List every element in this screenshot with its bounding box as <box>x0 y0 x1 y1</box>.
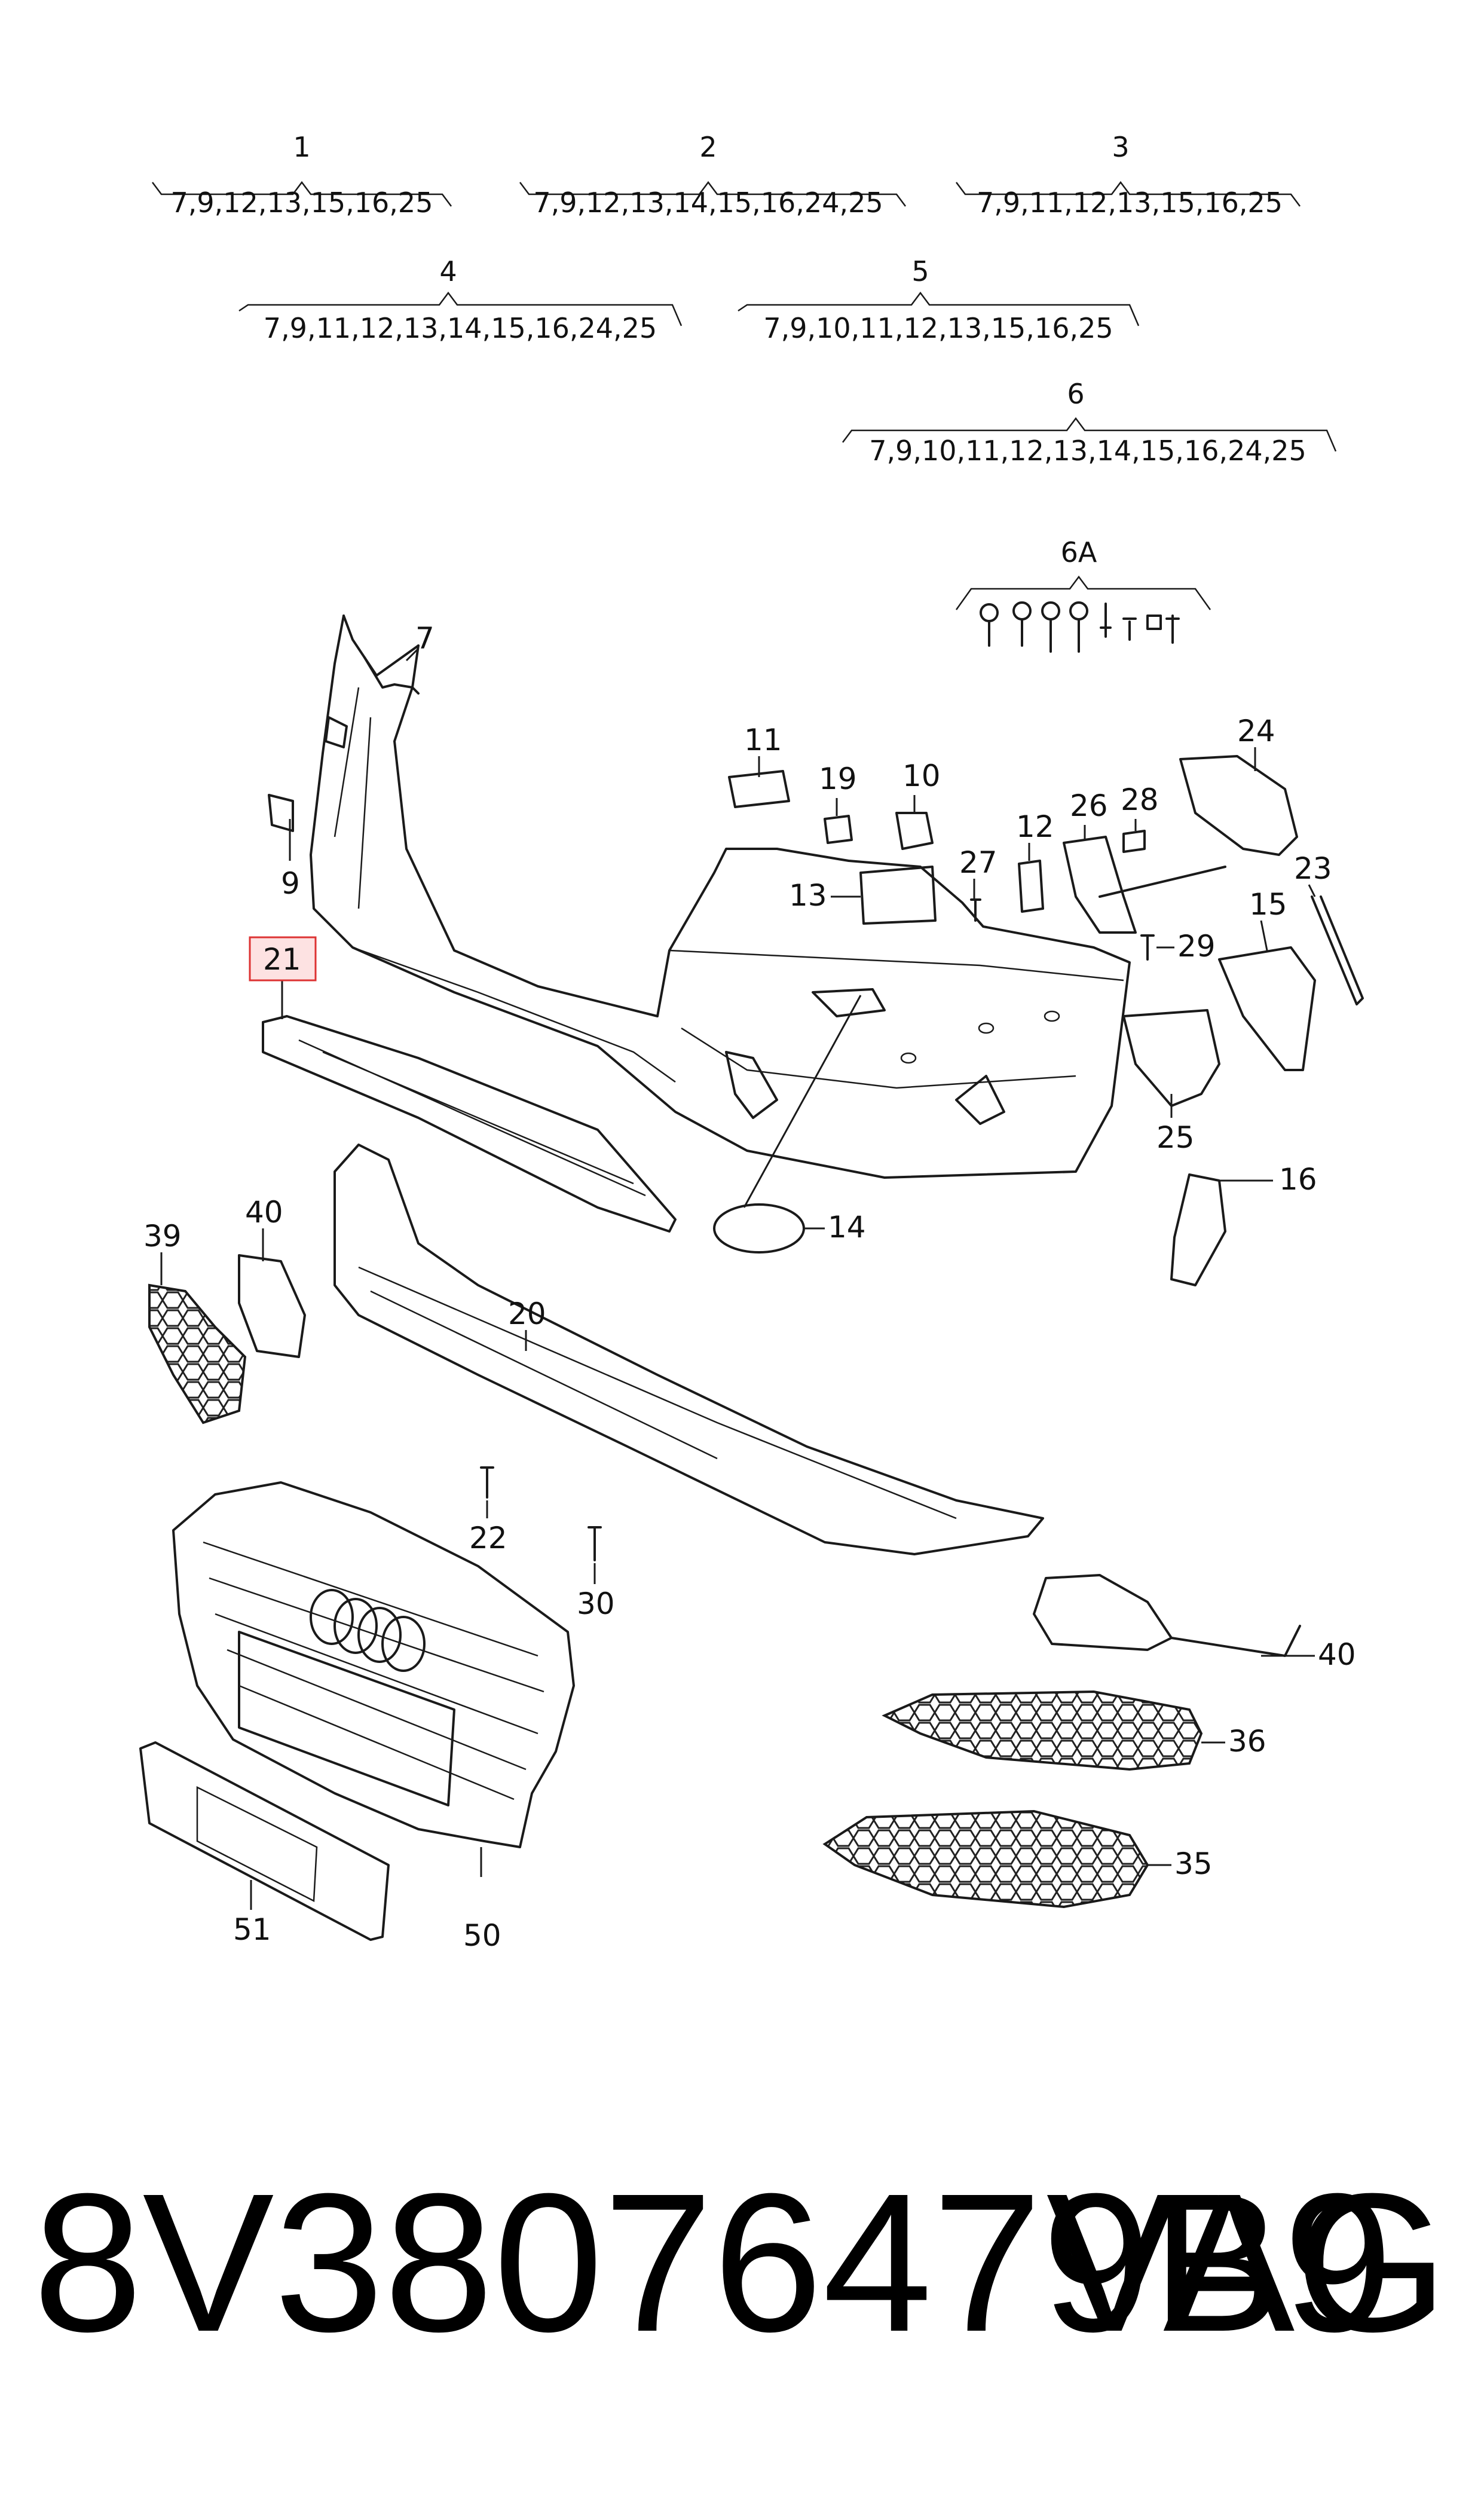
label-21-highlight-box <box>249 936 317 982</box>
part-23-strip <box>1311 895 1364 1005</box>
label-51: 51 <box>233 1912 271 1947</box>
part-40-bracket-right <box>1033 1574 1173 1651</box>
part-39-grille <box>148 1283 247 1424</box>
label-13: 13 <box>789 878 827 913</box>
label-28: 28 <box>1121 782 1159 817</box>
part-12-bracket <box>1018 860 1044 913</box>
part-16-trim <box>1170 1173 1226 1286</box>
part-21-spoiler <box>262 1015 677 1233</box>
footer-brand: VAG <box>1046 2152 1448 2373</box>
label-39: 39 <box>143 1219 182 1254</box>
hardware-kit-6a <box>980 601 1180 653</box>
part-29-screw <box>1140 934 1155 961</box>
part-50-grille <box>172 1481 575 1848</box>
group-1-number: 1 <box>293 131 310 163</box>
group-4-number: 4 <box>439 255 457 288</box>
leader-lines <box>160 647 1316 1910</box>
group-1: 1 7,9,12,13,15,16,25 <box>152 131 452 219</box>
group-6-items: 7,9,10,11,12,13,14,15,16,24,25 <box>869 435 1306 467</box>
part-13-cover <box>859 866 937 925</box>
part-14-cap <box>713 1203 805 1254</box>
part-51-plate-bracket <box>139 1741 390 1941</box>
group-4-items: 7,9,11,12,13,14,15,16,24,25 <box>264 312 657 344</box>
part-20-absorber-ribs <box>358 1266 957 1520</box>
label-40-left: 40 <box>245 1195 283 1230</box>
group-3-number: 3 <box>1112 131 1129 163</box>
group-4: 4 7,9,11,12,13,14,15,16,24,25 <box>238 255 683 344</box>
group-3-items: 7,9,11,12,13,15,16,25 <box>977 187 1283 219</box>
part-40-bracket-left <box>238 1254 306 1358</box>
group-3: 3 7,9,11,12,13,15,16,25 <box>956 131 1301 219</box>
label-40-right: 40 <box>1318 1637 1356 1672</box>
label-27: 27 <box>959 845 998 880</box>
part-26-bracket <box>1063 836 1137 934</box>
label-14: 14 <box>828 1210 866 1245</box>
group-6a-number: 6A <box>1061 536 1097 568</box>
group-6a: 6A <box>955 536 1211 610</box>
part-30-bolt <box>588 1526 602 1561</box>
label-19: 19 <box>819 762 857 796</box>
group-5-items: 7,9,10,11,12,13,15,16,25 <box>763 312 1113 344</box>
part-21-spoiler-ribs <box>298 1039 646 1197</box>
group-2-items: 7,9,12,13,14,15,16,24,25 <box>533 187 883 219</box>
group-2-number: 2 <box>699 131 717 163</box>
label-29: 29 <box>1177 929 1216 964</box>
part-19-clip <box>824 815 853 844</box>
label-30: 30 <box>577 1586 615 1621</box>
part-36-fog-grille <box>882 1690 1203 1771</box>
label-7: 7 <box>415 621 435 656</box>
label-25: 25 <box>1156 1120 1195 1155</box>
group-5-number: 5 <box>911 255 929 288</box>
part-11-cover <box>728 770 790 808</box>
footer-part-number: 8V38076479B9 <box>33 2152 1393 2373</box>
label-11: 11 <box>744 723 782 757</box>
group-2: 2 7,9,12,13,14,15,16,24,25 <box>519 131 906 219</box>
part-7-bracket <box>363 656 420 695</box>
group-6: 6 7,9,10,11,12,13,14,15,16,24,25 <box>842 378 1337 467</box>
label-15: 15 <box>1249 887 1287 922</box>
label-26: 26 <box>1070 788 1108 823</box>
part-9-clip <box>268 794 294 832</box>
label-9: 9 <box>281 866 300 901</box>
part-15-trim <box>1218 946 1316 1071</box>
part-20-absorber <box>333 1144 1044 1555</box>
label-10: 10 <box>902 759 941 793</box>
part-40-bracket-right-arm <box>1170 1625 1301 1657</box>
group-1-items: 7,9,12,13,15,16,25 <box>171 187 433 219</box>
label-16: 16 <box>1279 1162 1317 1197</box>
part-25-bracket <box>1122 1009 1220 1107</box>
part-26-rail <box>1099 866 1226 898</box>
part-labels: 7 9 11 19 10 13 12 26 28 27 29 24 23 15 … <box>143 621 1356 1953</box>
label-21: 21 <box>263 942 301 977</box>
part-28-clip <box>1122 830 1146 853</box>
label-23: 23 <box>1294 851 1332 886</box>
label-20: 20 <box>508 1297 546 1331</box>
label-35: 35 <box>1174 1847 1213 1881</box>
part-22-bolt <box>480 1466 494 1499</box>
bumper-cover <box>310 615 1131 1179</box>
part-27-screw <box>970 898 981 922</box>
part-51-plate-area <box>196 1786 318 1902</box>
part-24-bracket <box>1179 755 1298 856</box>
label-24: 24 <box>1237 714 1275 748</box>
part-35-fog-grille <box>822 1809 1149 1909</box>
label-12: 12 <box>1016 809 1054 844</box>
label-22: 22 <box>469 1521 507 1555</box>
label-36: 36 <box>1228 1724 1266 1759</box>
part-10-cap <box>895 812 934 850</box>
group-5: 5 7,9,10,11,12,13,15,16,25 <box>738 255 1140 344</box>
label-50: 50 <box>463 1918 501 1953</box>
group-6-number: 6 <box>1067 378 1084 410</box>
